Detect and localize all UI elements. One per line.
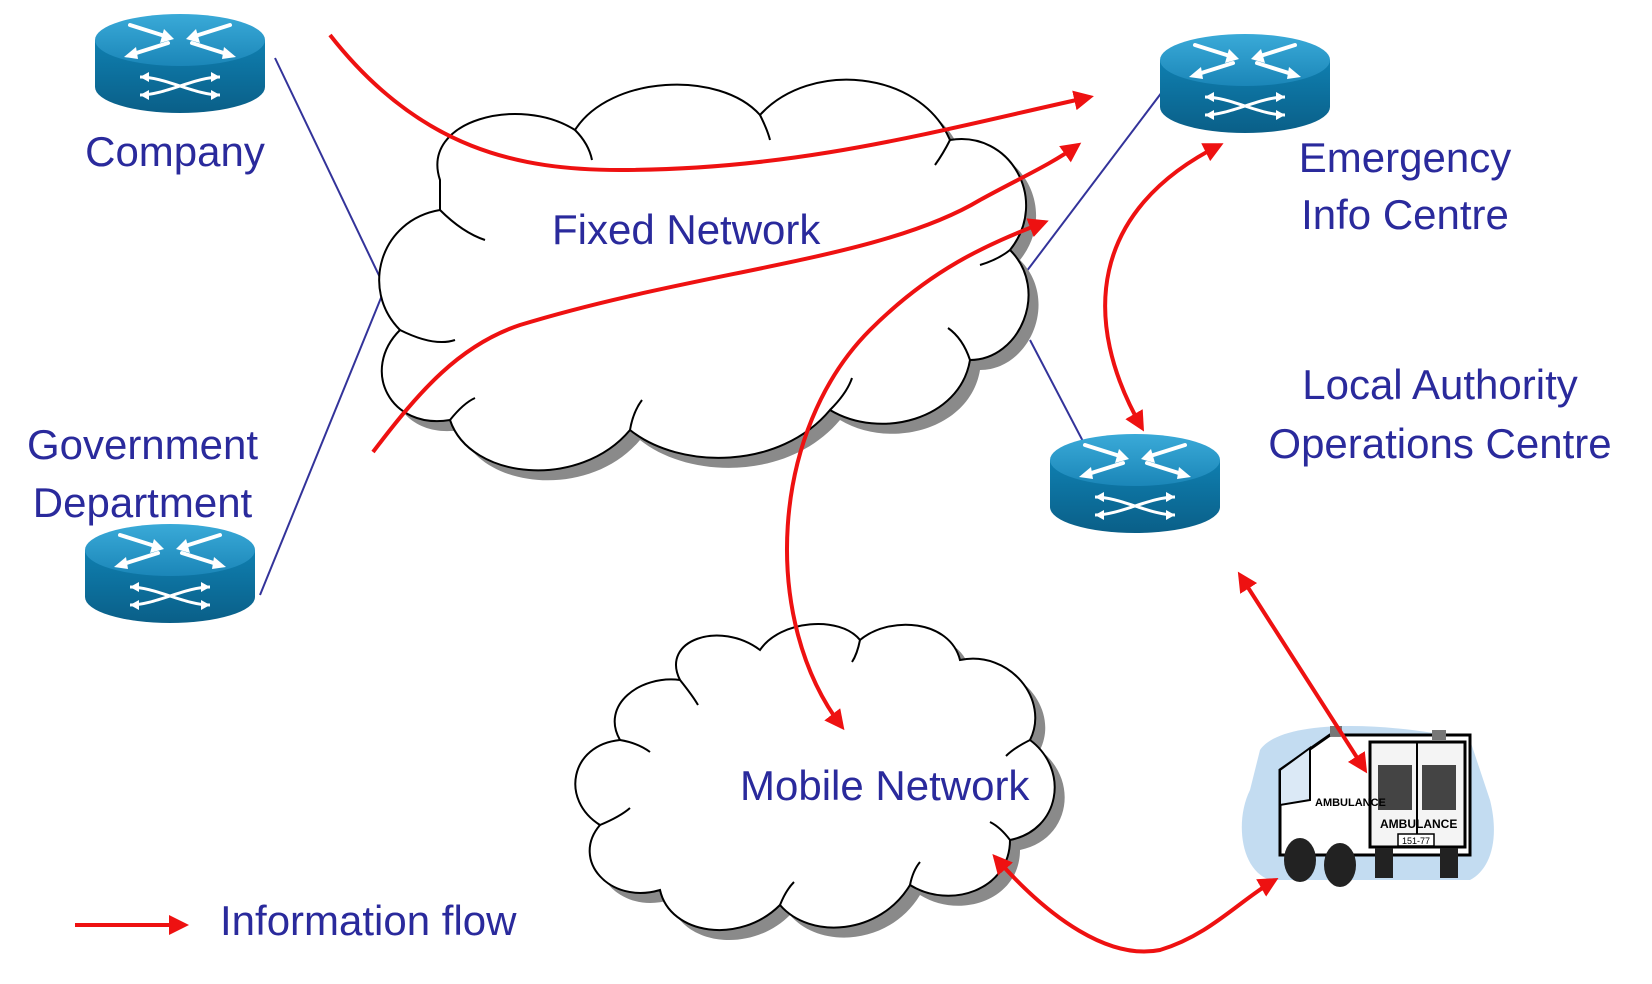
link-company-fixed (274, 57, 386, 289)
ambulance-icon: AMBULANCE AMBULANCE 151-77 (1241, 726, 1494, 887)
flow-mobile-ambulance (992, 853, 1279, 954)
flow-mobile-emergency (785, 218, 1049, 731)
ambulance-plate: 151-77 (1402, 836, 1430, 846)
fixed-network-label: Fixed Network (552, 206, 821, 253)
emergency-label-line2: Info Centre (1301, 191, 1509, 238)
information-flows (328, 33, 1368, 954)
router-emergency (1158, 32, 1332, 135)
ambulance-rear-text: AMBULANCE (1380, 817, 1457, 831)
government-label-line1: Government (26, 421, 259, 468)
flow-government-emergency (371, 142, 1082, 454)
local-authority-label-line2: Operations Centre (1268, 420, 1612, 467)
router-local-authority (1048, 432, 1222, 535)
ambulance-side-text: AMBULANCE (1315, 797, 1386, 809)
mobile-network-label: Mobile Network (740, 762, 1030, 809)
flow-company-emergency (328, 33, 1094, 173)
emergency-label-line1: Emergency (1298, 134, 1512, 181)
flow-emergency-local (1103, 143, 1224, 432)
government-label-line2: Department (32, 479, 253, 526)
flow-local-ambulance (1237, 571, 1368, 774)
company-label: Company (85, 128, 265, 175)
link-government-fixed (259, 287, 386, 596)
local-authority-label-line1: Local Authority (1302, 361, 1578, 408)
legend-label: Information flow (220, 897, 517, 944)
router-company (93, 12, 267, 115)
router-government (83, 522, 257, 625)
